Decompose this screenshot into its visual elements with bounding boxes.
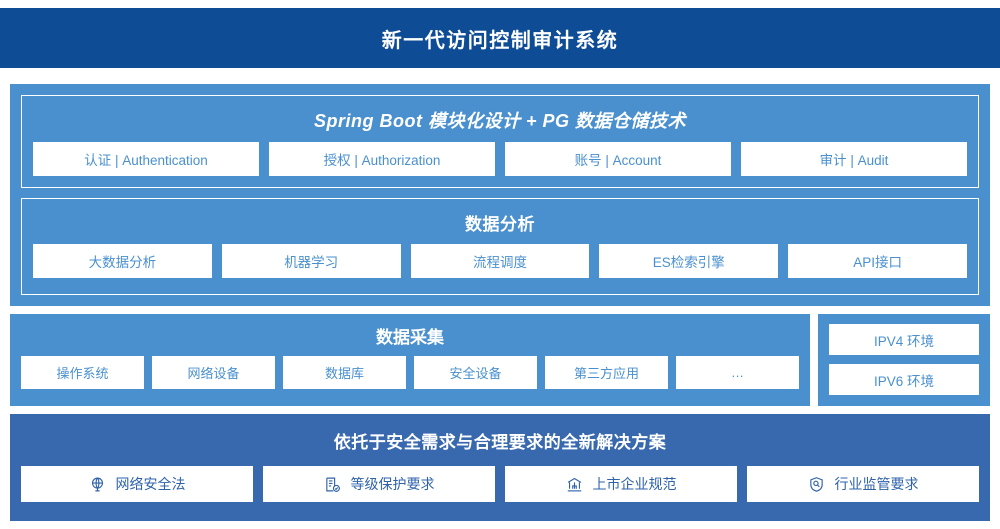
spring-boot-module-row: 认证 | Authentication 授权 | Authorization 账… [22,142,978,187]
data-collection-source-row: 操作系统 网络设备 数据库 安全设备 第三方应用 … [10,356,810,389]
compliance-chip-listed-company-rules[interactable]: 上市企业规范 [505,466,737,502]
module-chip-audit[interactable]: 审计 | Audit [741,142,967,176]
chip-label: 操作系统 [56,366,109,381]
data-collection-title: 数据采集 [376,328,444,347]
application-layer-section: Spring Boot 模块化设计 + PG 数据仓储技术 认证 | Authe… [10,84,990,306]
chip-label: API接口 [853,255,902,270]
module-chip-authorization[interactable]: 授权 | Authorization [269,142,495,176]
analysis-chip-process-scheduling[interactable]: 流程调度 [410,244,590,278]
data-analysis-module-row: 大数据分析 机器学习 流程调度 ES检索引擎 API接口 [22,244,978,289]
data-collection-section: 数据采集 操作系统 网络设备 数据库 安全设备 第三方应用 … [10,314,810,406]
source-chip-more[interactable]: … [676,356,799,389]
compliance-section: 依托于安全需求与合理要求的全新解决方案 网络安全法 [10,414,990,521]
analysis-chip-es-search-engine[interactable]: ES检索引擎 [599,244,779,278]
analysis-chip-machine-learning[interactable]: 机器学习 [221,244,401,278]
chip-label: 安全设备 [449,366,502,381]
chip-label: … [731,365,744,380]
chip-label: ES检索引擎 [652,255,725,270]
chip-label: 审计 | Audit [819,153,889,168]
module-chip-authentication[interactable]: 认证 | Authentication [33,142,259,176]
chip-label: IPV6 环境 [873,373,935,389]
chip-label: 账号 | Account [574,153,662,168]
bank-building-icon [566,475,584,493]
chip-label: IPV4 环境 [873,333,935,349]
chip-label: 授权 | Authorization [323,153,441,168]
compliance-chip-cybersecurity-law[interactable]: 网络安全法 [21,466,253,502]
analysis-chip-big-data[interactable]: 大数据分析 [33,244,212,278]
page-title: 新一代访问控制审计系统 [381,29,619,52]
document-check-icon [324,475,342,493]
environment-chip-ipv6[interactable]: IPV6 环境 [829,364,979,395]
compliance-chip-classified-protection[interactable]: 等级保护要求 [263,466,495,502]
header-banner: 新一代访问控制审计系统 [0,8,1000,68]
compliance-title: 依托于安全需求与合理要求的全新解决方案 [333,433,667,452]
spring-boot-panel-title: Spring Boot 模块化设计 + PG 数据仓储技术 [313,111,686,131]
environment-chip-ipv4[interactable]: IPV4 环境 [829,324,979,355]
chip-label: 等级保护要求 [350,476,435,492]
source-chip-third-party-app[interactable]: 第三方应用 [545,356,668,389]
environment-chip-stack: IPV4 环境 IPV6 环境 [818,314,990,405]
chip-label: 网络设备 [187,366,240,381]
compliance-chip-industry-regulation[interactable]: 行业监管要求 [747,466,979,502]
chip-label: 行业监管要求 [834,476,919,492]
source-chip-operating-system[interactable]: 操作系统 [21,356,144,389]
module-chip-account[interactable]: 账号 | Account [505,142,731,176]
chip-label: 第三方应用 [573,366,639,381]
data-analysis-panel: 数据分析 大数据分析 机器学习 流程调度 ES检索引擎 API接口 [21,198,979,295]
shield-search-icon [808,475,826,493]
source-chip-database[interactable]: 数据库 [283,356,406,389]
analysis-chip-api[interactable]: API接口 [788,244,967,278]
chip-label: 大数据分析 [88,255,157,270]
spring-boot-panel: Spring Boot 模块化设计 + PG 数据仓储技术 认证 | Authe… [21,95,979,188]
chip-label: 机器学习 [284,255,339,270]
chip-label: 认证 | Authentication [84,153,208,168]
environment-section: IPV4 环境 IPV6 环境 [818,314,990,406]
chip-label: 上市企业规范 [592,476,677,492]
data-analysis-panel-title: 数据分析 [465,215,535,234]
chip-label: 网络安全法 [115,476,186,492]
globe-network-icon [89,475,107,493]
chip-label: 数据库 [324,366,364,381]
compliance-chip-row: 网络安全法 等级保护要求 [10,466,990,502]
source-chip-security-device[interactable]: 安全设备 [414,356,537,389]
chip-label: 流程调度 [472,255,527,270]
source-chip-network-device[interactable]: 网络设备 [152,356,275,389]
